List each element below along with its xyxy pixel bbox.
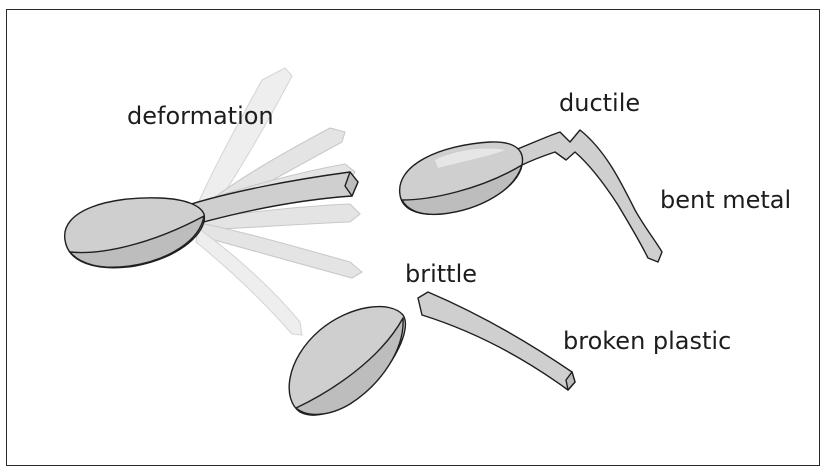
broken-spoon-handle: [418, 292, 575, 390]
broken-spoon: [289, 292, 575, 415]
bent-spoon: [400, 130, 662, 262]
label-broken-plastic: broken plastic: [563, 327, 731, 355]
label-brittle: brittle: [405, 260, 477, 288]
label-bent-metal: bent metal: [660, 186, 791, 214]
label-deformation: deformation: [127, 102, 274, 130]
label-ductile: ductile: [559, 89, 640, 117]
bent-spoon-handle: [515, 130, 662, 262]
